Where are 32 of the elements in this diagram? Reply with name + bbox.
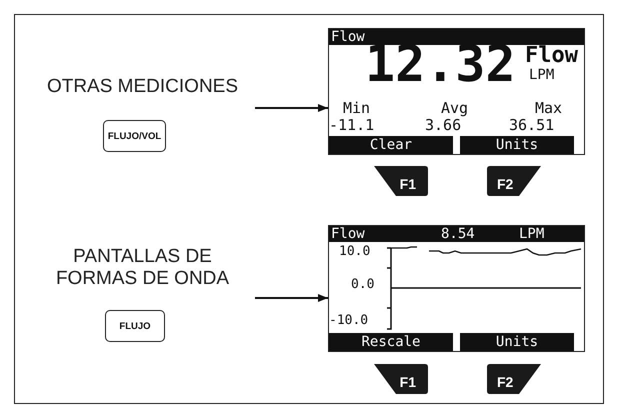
lcd-screen: [328, 28, 585, 155]
caption-text: OTRAS MEDICIONES: [30, 76, 255, 120]
measurement-name: Flow: [525, 45, 578, 67]
function-key: F2: [487, 364, 541, 394]
axis-label: -10.0: [329, 314, 368, 327]
stat-value: 36.51: [509, 118, 554, 133]
arrow: [255, 104, 328, 112]
softkey-label: Units: [460, 333, 574, 351]
key-button: FLUJO/VOL: [103, 120, 166, 152]
axis-label: 10.0: [339, 245, 370, 258]
axis-label: 0.0: [351, 278, 374, 291]
key-button: FLUJO: [105, 310, 165, 342]
reading-value: 8.54: [441, 227, 475, 241]
unit-text: LPM: [529, 68, 554, 82]
lcd-screen: [328, 225, 585, 352]
function-key: F2: [487, 166, 541, 196]
screen-title: Flow: [331, 227, 365, 241]
function-key: F1: [374, 364, 428, 394]
softkey-label: Clear: [329, 136, 453, 154]
softkey-label: Units: [460, 136, 574, 154]
reading-value: 12.32: [365, 39, 516, 89]
unit-text: LPM: [519, 227, 544, 241]
softkey-label: Rescale: [329, 333, 453, 351]
arrow: [255, 294, 328, 302]
column-heading: Avg: [441, 101, 468, 116]
column-heading: Min: [343, 101, 370, 116]
stat-value: 3.66: [425, 118, 462, 133]
screen-title: Flow: [331, 30, 365, 44]
stat-value: -11.1: [329, 118, 374, 133]
caption-text: PANTALLAS DE FORMAS DE ONDA: [30, 246, 255, 290]
column-heading: Max: [535, 101, 562, 116]
function-key: F1: [374, 166, 428, 196]
